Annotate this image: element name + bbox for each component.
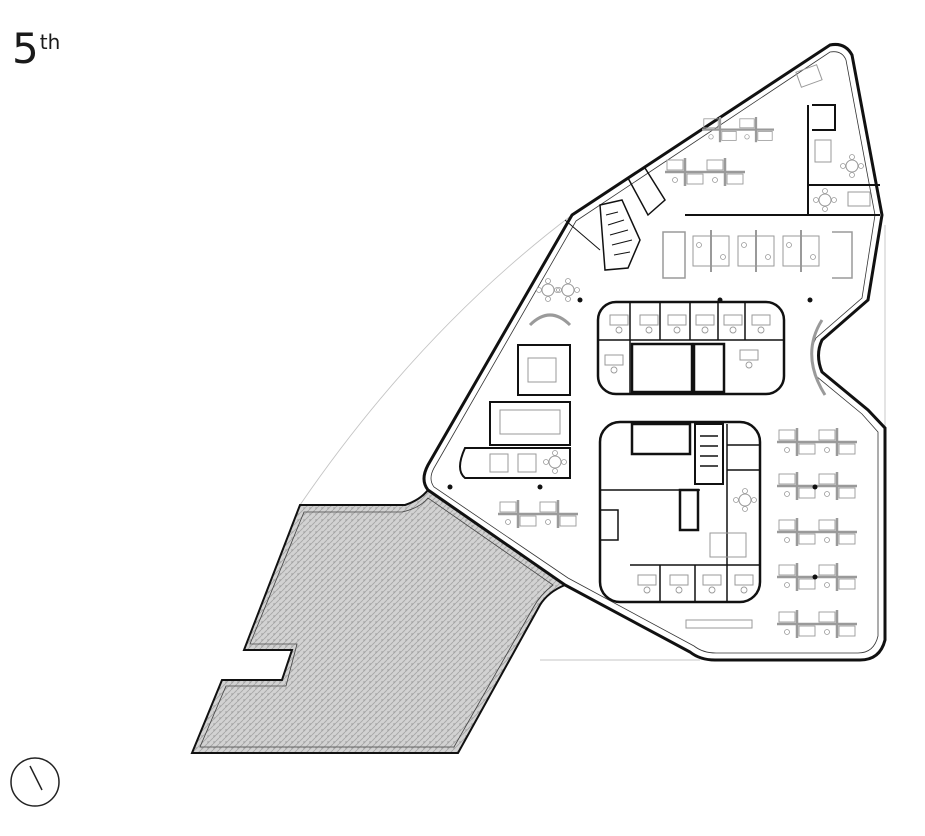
building-outline: [422, 43, 887, 662]
core-block: [598, 420, 762, 604]
stair-upper: [564, 166, 666, 271]
floor-suffix: th: [39, 30, 61, 54]
north-arrow-icon: [10, 757, 60, 807]
east-workstation-grid: [685, 426, 859, 640]
floor-label: 5th: [12, 28, 60, 70]
west-social-area: [459, 278, 580, 530]
north-wall: [685, 104, 880, 216]
site-lines: [299, 214, 886, 661]
ne-workstations: [663, 64, 871, 212]
floor-number: 5: [12, 24, 39, 73]
terrace: [190, 488, 568, 754]
east-lounge-bench: [810, 319, 827, 396]
structural-columns: [447, 297, 818, 580]
north-office-block: [596, 300, 786, 396]
north-desk-row: [662, 229, 853, 279]
